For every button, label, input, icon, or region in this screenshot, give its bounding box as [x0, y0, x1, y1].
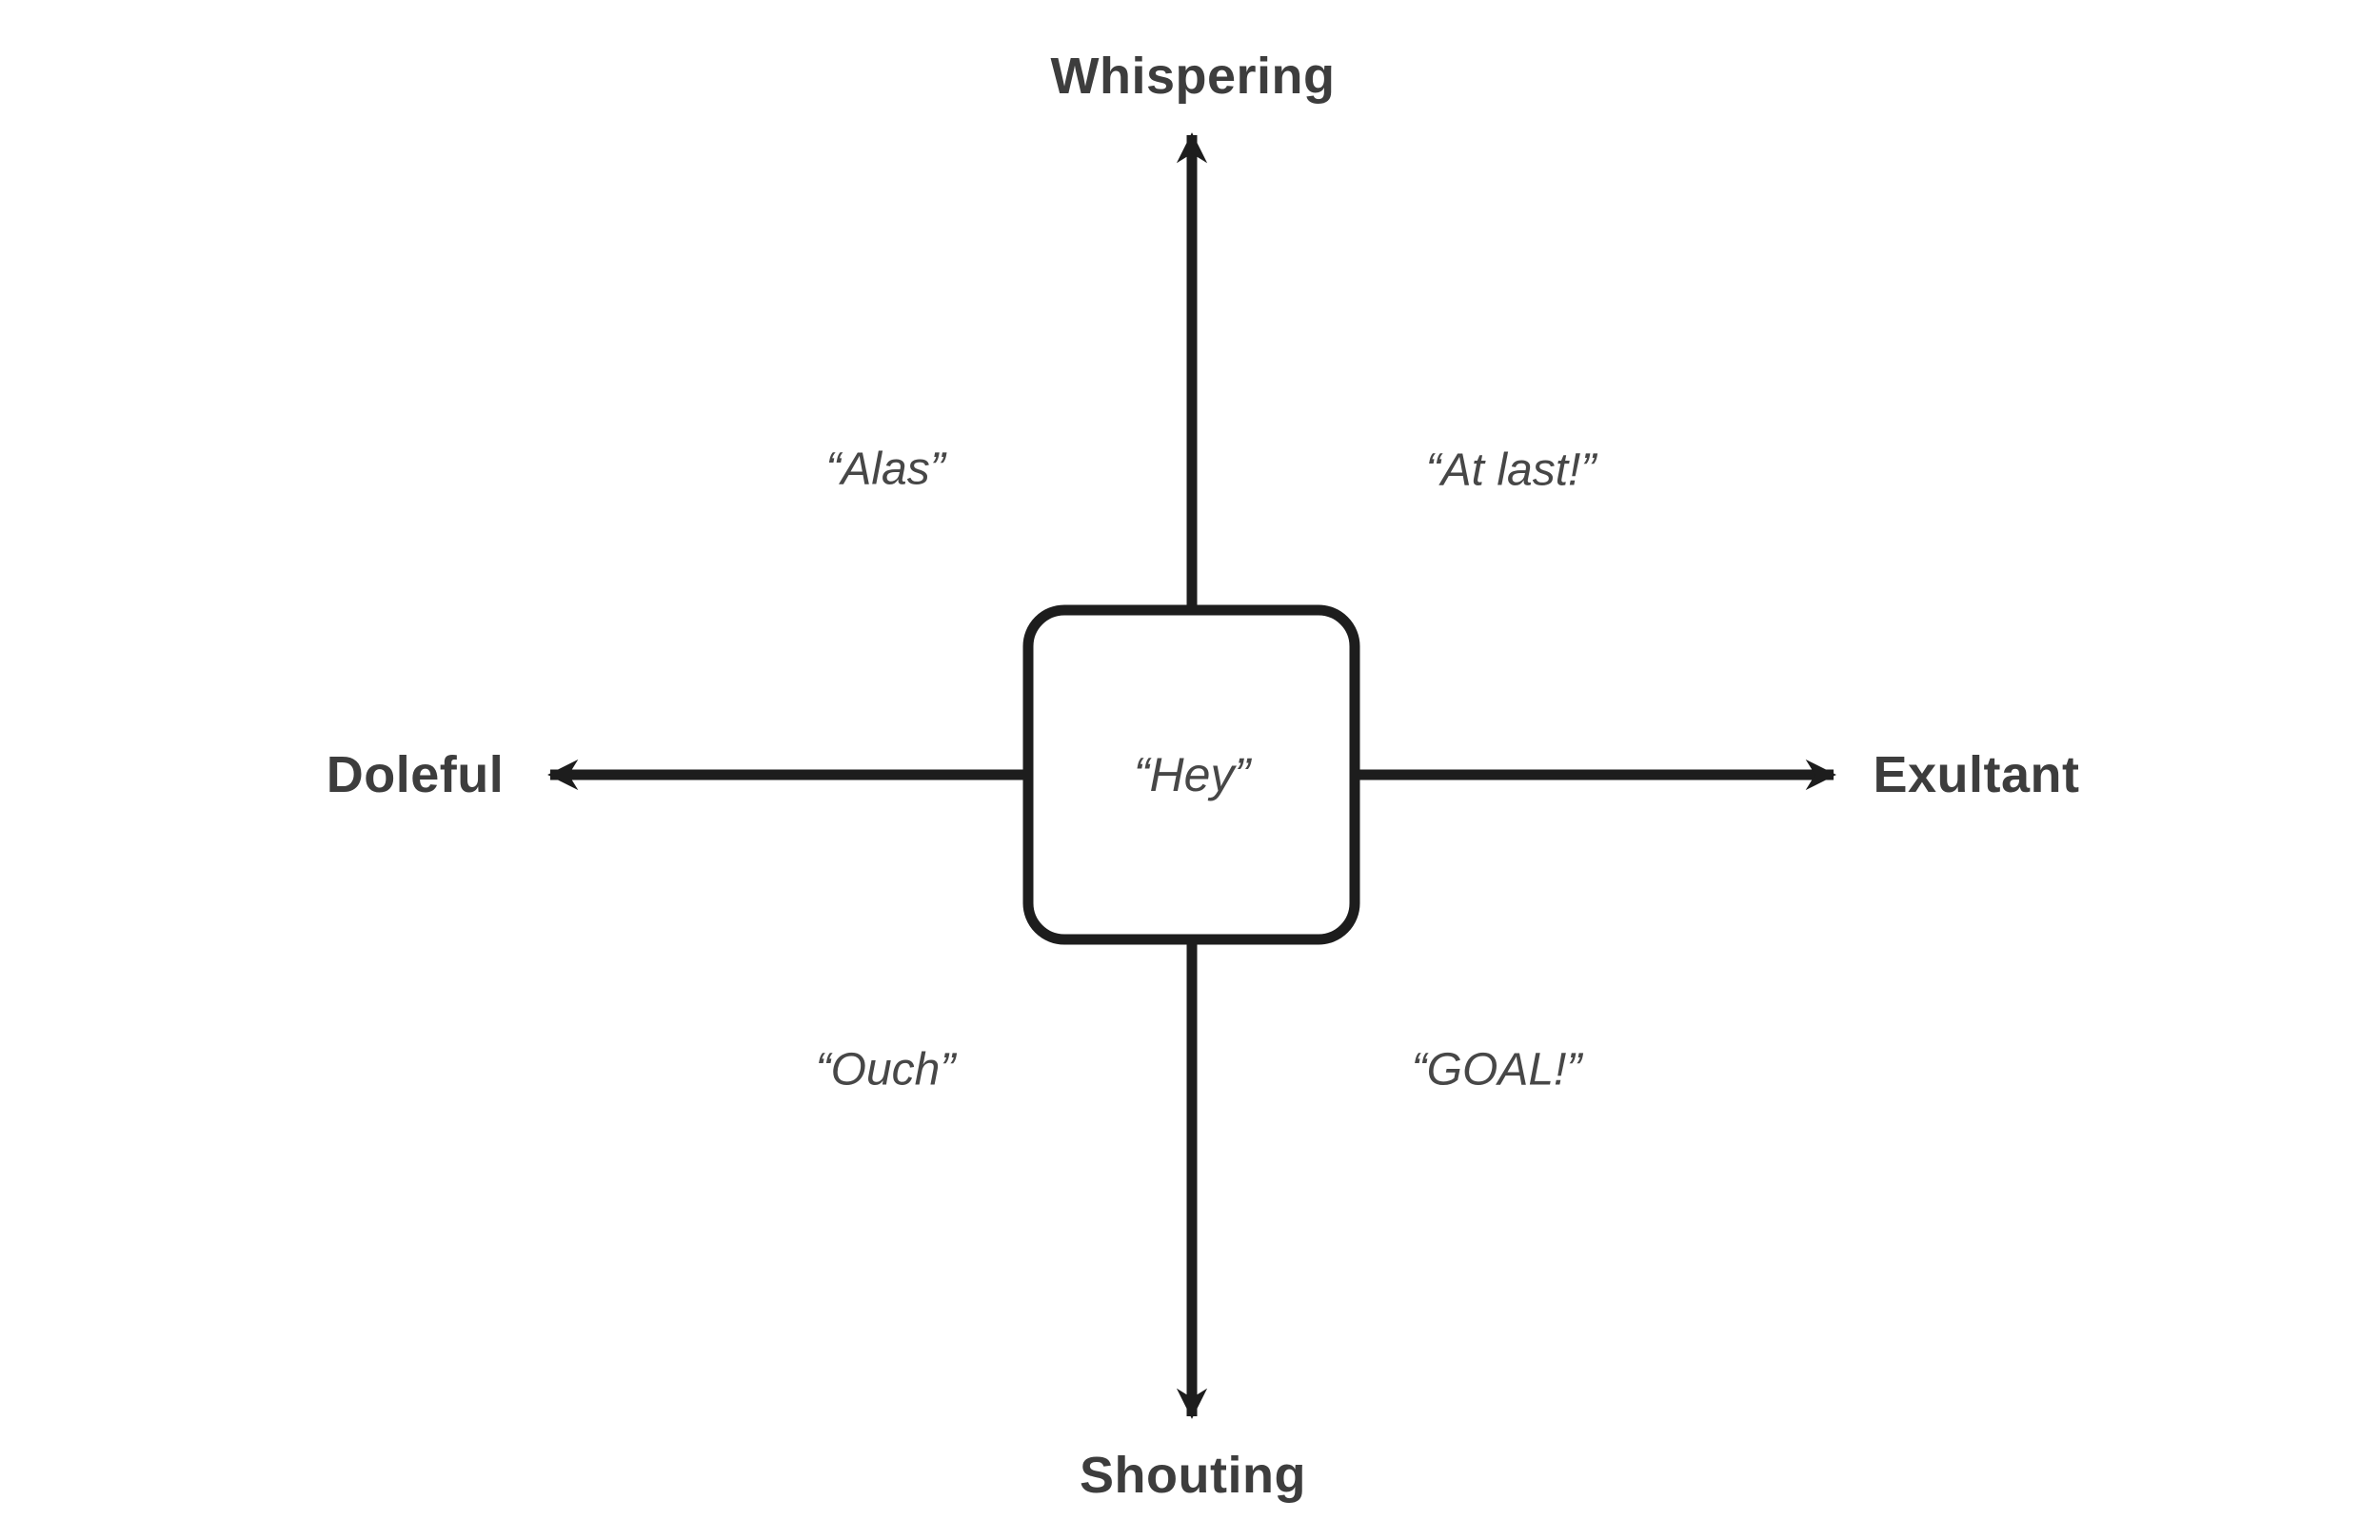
quadrant-label-bottom-left: “Ouch”	[815, 1044, 956, 1096]
axis-label-shouting: Shouting	[1080, 1447, 1306, 1504]
quadrant-label-top-right: “At last!”	[1425, 444, 1597, 496]
axis-label-doleful: Doleful	[326, 746, 505, 803]
center-box	[1022, 604, 1360, 945]
axis-label-exultant: Exultant	[1873, 746, 2080, 803]
center-box-label: “Hey”	[1133, 748, 1251, 801]
axis-label-whispering: Whispering	[1050, 48, 1336, 105]
quadrant-label-bottom-right: “GOAL!”	[1411, 1044, 1582, 1096]
quadrant-label-top-left: “Alas”	[825, 444, 945, 495]
